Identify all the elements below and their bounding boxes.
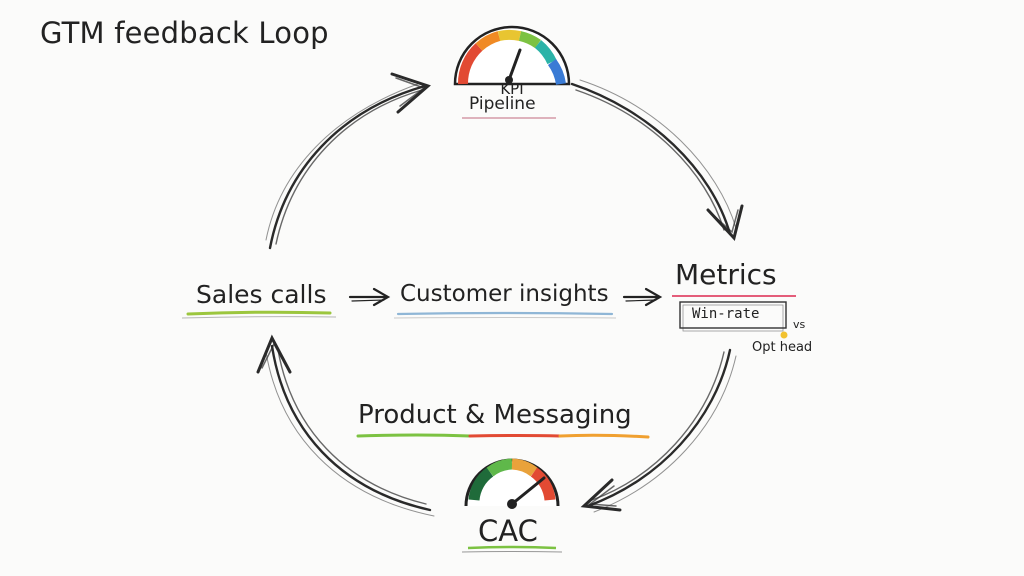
- underline-sales: [186, 310, 332, 316]
- metrics-win-rate: Win-rate: [692, 306, 760, 322]
- arrow-right-icon: [348, 287, 391, 307]
- arc-left-top: [265, 72, 431, 250]
- sales-calls-label: Sales calls: [196, 280, 327, 309]
- metrics-compare: vs: [793, 318, 806, 331]
- gauge-icon-kpi: [453, 25, 571, 119]
- underline-sales-shadow: [181, 316, 337, 319]
- underline-product-orange: [558, 433, 650, 439]
- metrics-detail-box: [679, 301, 788, 339]
- product-messaging-label: Product & Messaging: [358, 400, 632, 430]
- kpi-label: KPI: [500, 80, 524, 98]
- page-title: GTM feedback Loop: [40, 16, 329, 50]
- arc-bottom-left: [256, 334, 435, 517]
- underline-product-green: [356, 433, 472, 438]
- customer-insights-label: Customer insights: [400, 281, 609, 307]
- underline-insights: [396, 311, 614, 316]
- gauge-icon-cac: [461, 458, 563, 553]
- arc-right-bottom: [580, 348, 737, 513]
- metrics-note: Opt head: [752, 340, 813, 355]
- highlight-dot: [780, 331, 788, 339]
- underline-product-red: [468, 434, 562, 438]
- arrow-right-icon: [622, 287, 663, 307]
- underline-insights-shadow: [393, 317, 617, 319]
- pipeline-label: Pipeline: [469, 94, 536, 114]
- cac-label: CAC: [478, 514, 538, 548]
- arc-top-right: [570, 79, 744, 242]
- metrics-title: Metrics: [675, 258, 777, 291]
